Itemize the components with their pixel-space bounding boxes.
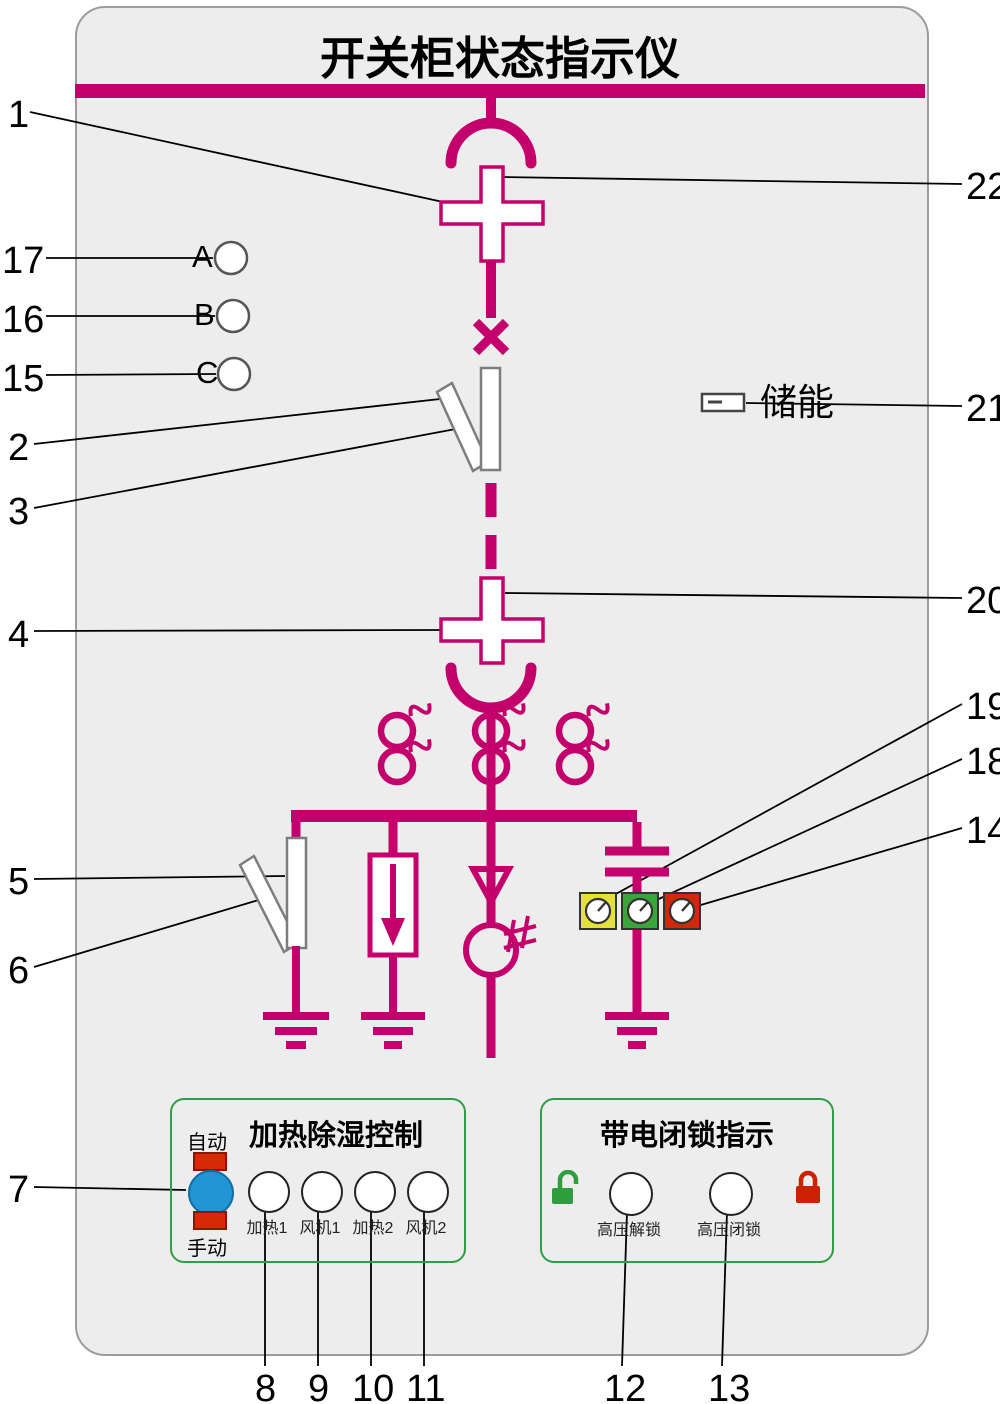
auto-label: 自动 — [187, 1132, 227, 1154]
callout-3: 3 — [8, 491, 30, 533]
breaker-cross-lower — [439, 576, 545, 665]
earthing-bar — [285, 836, 308, 950]
mode-selector-knob — [188, 1170, 234, 1216]
surge-arrester — [367, 852, 419, 958]
energy-storage-label: 储能 — [760, 382, 834, 423]
ground-symbol-left — [263, 946, 329, 1049]
live-lamp-green — [621, 892, 659, 930]
lamp-label-heater-2: 加热2 — [352, 1220, 394, 1237]
disconnector-bar — [479, 366, 502, 472]
callout-21: 21 — [966, 388, 1000, 430]
callout-9: 9 — [308, 1368, 330, 1404]
lamp-fan-2 — [407, 1171, 449, 1213]
x-mark — [472, 318, 510, 356]
callout-20: 20 — [966, 580, 1000, 622]
lamp-hv-lock — [709, 1172, 753, 1216]
heater-control-panel: 加热除湿控制 自动 手动 加热1 风机1 加热2 风机2 — [170, 1098, 466, 1263]
callout-15: 15 — [2, 358, 45, 400]
callout-11: 11 — [406, 1368, 446, 1404]
device-title: 开关柜状态指示仪 — [319, 33, 680, 84]
phase-c-lamp — [216, 356, 252, 392]
live-lock-panel: 带电闭锁指示 高压解锁 高压闭锁 — [540, 1098, 834, 1263]
disconnector-switch — [435, 366, 502, 473]
lamp-label-hv-lock: 高压闭锁 — [696, 1222, 761, 1239]
capacitor-symbol — [605, 846, 669, 877]
callout-5: 5 — [8, 861, 30, 903]
auto-position-mark — [193, 1152, 227, 1171]
ground-symbol-mid — [361, 955, 425, 1049]
lamp-label-hv-unlock: 高压解锁 — [596, 1222, 661, 1239]
phase-b-label: B — [194, 297, 215, 332]
phase-c-label: C — [196, 355, 219, 390]
callout-10: 10 — [352, 1368, 395, 1404]
unlock-icon — [552, 1170, 579, 1204]
voltage-transformer — [463, 915, 537, 978]
phase-a-lamp — [213, 240, 249, 276]
live-lamp-yellow — [579, 892, 617, 930]
callout-13: 13 — [708, 1368, 751, 1404]
callout-12: 12 — [604, 1368, 647, 1404]
callout-18: 18 — [966, 741, 1000, 783]
lower-contact-arc — [445, 662, 537, 714]
callout-16: 16 — [2, 299, 45, 341]
top-busbar — [75, 84, 925, 98]
lamp-heater-2 — [354, 1171, 396, 1213]
callout-17: 17 — [2, 240, 45, 282]
lamp-label-fan-2: 风机2 — [405, 1220, 447, 1237]
lock-panel-title: 带电闭锁指示 — [599, 1120, 774, 1152]
lower-busbar — [291, 810, 637, 822]
energy-storage-icon — [700, 392, 746, 413]
live-lamp-red — [663, 892, 701, 930]
callout-2: 2 — [8, 427, 30, 469]
callout-8: 8 — [255, 1368, 277, 1404]
lamp-label-fan-1: 风机1 — [299, 1220, 341, 1237]
lamp-heater-1 — [248, 1171, 290, 1213]
down-arrow — [467, 866, 515, 909]
phase-indicator-lamps — [213, 240, 252, 392]
lamp-label-heater-1: 加热1 — [246, 1220, 288, 1237]
live-indicator-lamps — [579, 892, 701, 930]
phase-b-lamp — [215, 298, 251, 334]
lamp-fan-1 — [301, 1171, 343, 1213]
callout-lines — [29, 111, 963, 1367]
breaker-cross-upper — [439, 165, 545, 263]
lamp-hv-unlock — [609, 1172, 653, 1216]
callout-1: 1 — [8, 94, 30, 136]
upper-contact-arc — [445, 117, 537, 169]
lock-icon — [796, 1170, 820, 1203]
callout-6: 6 — [8, 950, 30, 992]
earthing-switch — [238, 836, 308, 954]
callout-4: 4 — [8, 614, 30, 656]
manual-position-mark — [193, 1211, 227, 1230]
manual-label: 手动 — [187, 1238, 227, 1260]
phase-a-label: A — [192, 239, 213, 274]
callout-22: 22 — [966, 166, 1000, 208]
callout-19: 19 — [966, 686, 1000, 728]
callout-7: 7 — [8, 1169, 30, 1211]
heater-panel-title: 加热除湿控制 — [248, 1120, 423, 1152]
ground-symbol-right — [605, 1012, 669, 1049]
current-transformers — [377, 698, 611, 786]
callout-14: 14 — [966, 810, 1000, 852]
single-line-diagram — [75, 84, 925, 1058]
